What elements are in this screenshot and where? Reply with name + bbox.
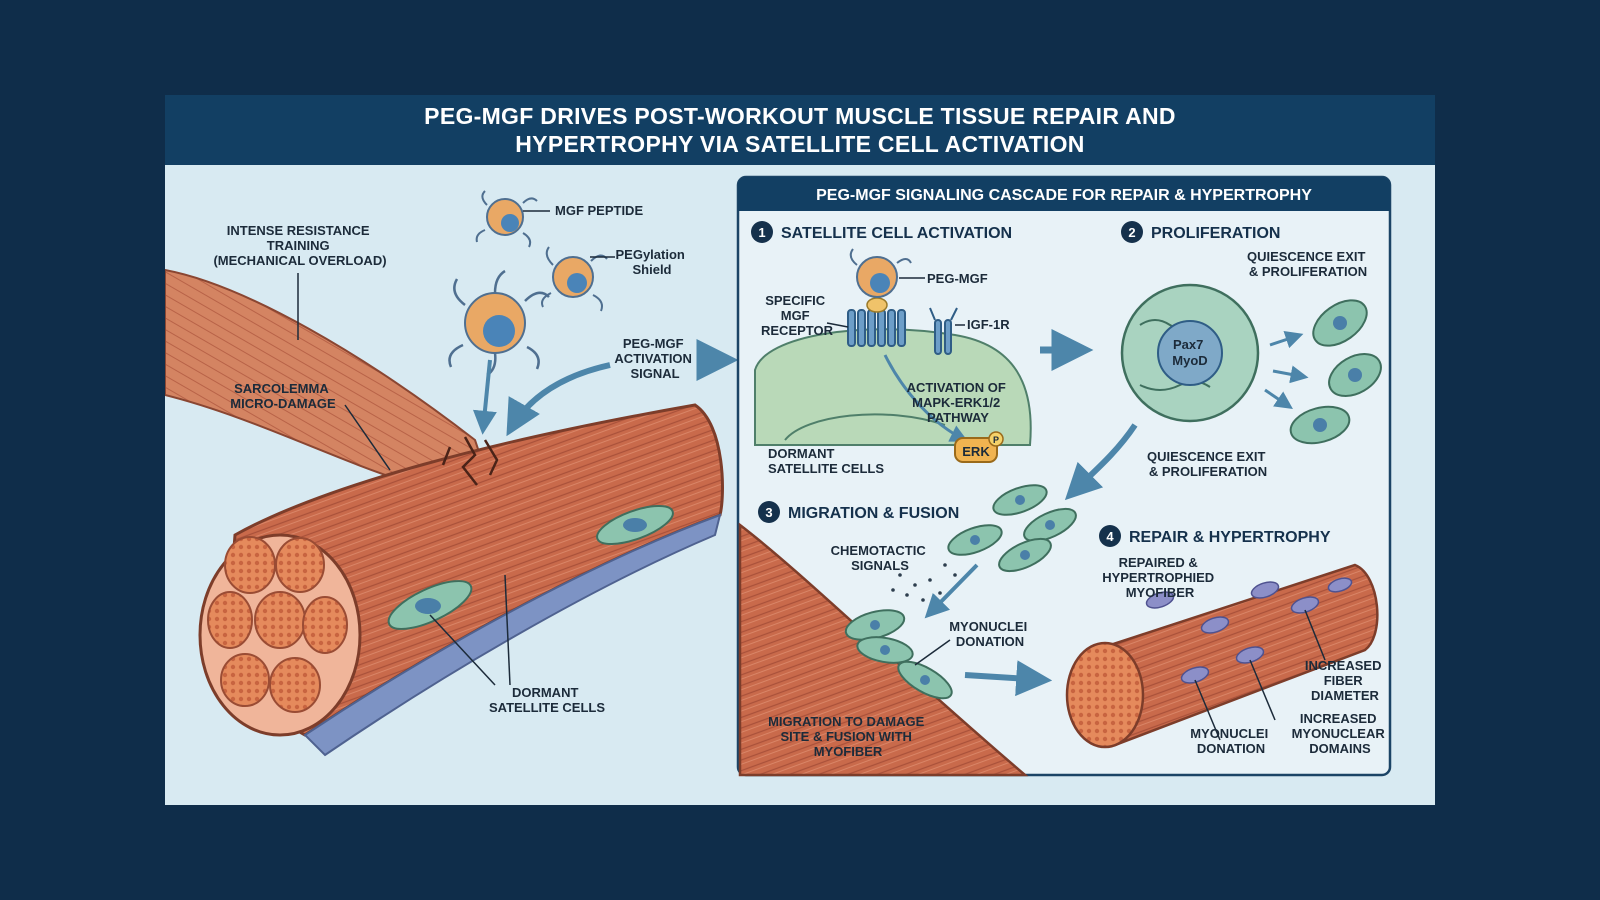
dormant-satellite-label: DORMANT SATELLITE CELLS	[489, 685, 605, 715]
step-1: 1 SATELLITE CELL ACTIVATION	[751, 221, 1032, 476]
title-bar: PEG-MGF DRIVES POST-WORKOUT MUSCLE TISSU…	[165, 95, 1435, 165]
erk-badge	[954, 437, 998, 463]
dormant-satellite-cells	[387, 505, 674, 630]
pegylation-shield-icon	[541, 246, 608, 312]
cascade-header: PEG-MGF SIGNALING CASCADE FOR REPAIR & H…	[816, 187, 1312, 204]
step-3-title: MIGRATION & FUSION	[788, 505, 959, 522]
step4-fiber-diameter-label: INCREASED FIBER DIAMETER	[1305, 658, 1385, 703]
peg-mgf-molecule-icon	[448, 269, 550, 377]
svg-text:4: 4	[1106, 529, 1114, 544]
svg-text:3: 3	[765, 505, 772, 520]
step2-quiescence-bottom: QUIESCENCE EXIT & PROLIFERATION	[1147, 449, 1269, 479]
step1-activation-label: ACTIVATION OF MAPK-ERK1/2 PATHWAY	[907, 380, 1010, 425]
step2-to-step3-arrow	[1064, 423, 1138, 501]
peg-shield-label: PEGylation Shield	[616, 247, 689, 277]
activation-signal-label: PEG-MGF ACTIVATION SIGNAL	[614, 336, 695, 381]
title-line-1: PEG-MGF DRIVES POST-WORKOUT MUSCLE TISSU…	[424, 103, 1176, 129]
svg-text:Pax7 MyoD: Pax7 MyoD	[1172, 337, 1207, 368]
sarcolemma-sheath	[303, 513, 722, 757]
step4-repaired-label: REPAIRED & HYPERTROPHIED MYOFIBER	[1102, 555, 1218, 600]
training-label: INTENSE RESISTANCE TRAINING (MECHANICAL …	[213, 223, 386, 268]
step3-migration-label: MIGRATION TO DAMAGE SITE & FUSION WITH M…	[768, 714, 928, 759]
peptide-down-arrow	[472, 359, 497, 435]
damage-crack	[441, 436, 499, 486]
step4-myonuclei-label: MYONUCLEI DONATION	[1190, 726, 1272, 756]
igf1r-icon	[929, 307, 958, 355]
step3-myonuclei-label: MYONUCLEI DONATION	[949, 619, 1031, 649]
step-1-title: SATELLITE CELL ACTIVATION	[781, 225, 1012, 242]
step-3: 3 MIGRATION & FUSION	[738, 484, 1077, 777]
poster: INTENSE RESISTANCE TRAINING (MECHANICAL …	[165, 95, 1435, 805]
step2-quiescence-top: QUIESCENCE EXIT & PROLIFERATION	[1247, 249, 1369, 279]
left-panel: INTENSE RESISTANCE TRAINING (MECHANICAL …	[165, 190, 739, 757]
step1-dormant-label: DORMANT SATELLITE CELLS	[768, 446, 884, 476]
step1-receptor-label: SPECIFIC MGF RECEPTOR	[761, 293, 834, 338]
mgf-receptor-icon	[847, 309, 906, 347]
mgf-peptide-icon	[475, 190, 538, 248]
step3-to-step4-arrow	[964, 660, 1053, 697]
step-2: 2 PROLIFERATION Pax7 MyoD	[1120, 221, 1382, 479]
mgf-peptide-label: MGF PEPTIDE	[555, 203, 643, 218]
sarcolemma-label: SARCOLEMMA MICRO-DAMAGE	[230, 381, 336, 411]
step-2-title: PROLIFERATION	[1151, 225, 1280, 242]
step3-chemotactic-label: CHEMOTACTIC SIGNALS	[831, 543, 930, 573]
svg-text:2: 2	[1128, 225, 1135, 240]
migrating-cells	[844, 484, 1077, 700]
title-line-2: HYPERTROPHY VIA SATELLITE CELL ACTIVATIO…	[515, 131, 1085, 157]
step1-peg-mgf-label: PEG-MGF	[927, 271, 988, 286]
svg-text:ERK: ERK	[962, 444, 990, 459]
step-4-title: REPAIR & HYPERTROPHY	[1129, 529, 1331, 546]
step4-myonuclear-domains-label: INCREASED MYONUCLEAR DOMAINS	[1292, 711, 1389, 756]
activation-signal-arrow	[506, 362, 611, 437]
step-4: 4 REPAIR & HYPERTROPHY REPAIRED &	[1065, 525, 1389, 756]
myonuclei	[1145, 577, 1353, 684]
fascicles	[207, 536, 348, 713]
diagram-art: INTENSE RESISTANCE TRAINING (MECHANICAL …	[165, 175, 1392, 777]
cascade-panel: PEG-MGF SIGNALING CASCADE FOR REPAIR & H…	[736, 175, 1392, 777]
nucleus	[1157, 320, 1223, 386]
peg-mgf-bound-icon	[849, 248, 912, 298]
svg-text:P: P	[993, 435, 999, 445]
step1-igf1r-label: IGF-1R	[967, 317, 1010, 332]
svg-text:1: 1	[758, 225, 765, 240]
